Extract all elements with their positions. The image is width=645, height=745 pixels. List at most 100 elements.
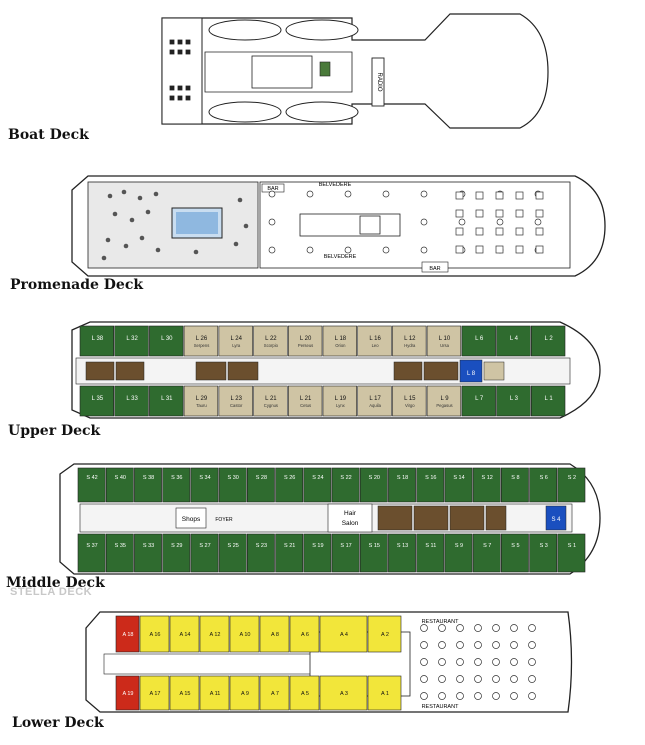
lower-top-cabin-a14[interactable] <box>169 615 200 653</box>
middle-top-cabin-s2[interactable] <box>557 467 586 503</box>
cabin-s4[interactable] <box>545 505 567 531</box>
upper-top-cabin-l10[interactable] <box>426 325 462 357</box>
middle-bottom-cabin-s33[interactable] <box>134 533 162 573</box>
upper-top-cabin-l30[interactable] <box>149 325 184 357</box>
cabin-name: Serpens <box>194 343 210 348</box>
lower-top-cabin-a16[interactable] <box>139 615 170 653</box>
upper-bottom-cabin-l29[interactable] <box>183 385 219 417</box>
middle-bottom-cabin-s27[interactable] <box>190 533 219 573</box>
upper-top-cabin-l38[interactable] <box>79 325 115 357</box>
lower-bottom-cabin-a17[interactable] <box>139 675 170 711</box>
lower-top-cabin-a6[interactable] <box>289 615 320 653</box>
lower-top-cabin-a10[interactable] <box>229 615 260 653</box>
lower-top-cabin-a8[interactable] <box>259 615 290 653</box>
upper-bottom-cabin-l17[interactable] <box>357 385 392 417</box>
middle-bottom-cabin-s25[interactable] <box>218 533 247 573</box>
middle-bottom-cabin-s23[interactable] <box>247 533 275 573</box>
cabin-number: S 8 <box>511 475 519 481</box>
middle-bottom-cabin-s13[interactable] <box>388 533 416 573</box>
middle-bottom-cabin-s19[interactable] <box>303 533 332 573</box>
upper-bottom-cabin-l1[interactable] <box>530 385 566 417</box>
middle-bottom-cabin-s17[interactable] <box>331 533 360 573</box>
upper-bottom-cabin-l21[interactable] <box>253 385 288 417</box>
upper-bottom-cabin-l23[interactable] <box>218 385 253 417</box>
middle-bottom-cabin-s11[interactable] <box>416 533 445 573</box>
upper-bottom-cabin-l31[interactable] <box>149 385 184 417</box>
lower-top-cabin-a4[interactable] <box>319 615 368 653</box>
table <box>420 624 428 632</box>
middle-top-cabin-s6[interactable] <box>529 467 558 503</box>
table <box>535 227 544 236</box>
middle-bottom-cabin-s7[interactable] <box>472 533 501 573</box>
middle-top-cabin-s38[interactable] <box>134 467 162 503</box>
lower-bottom-cabin-a7[interactable] <box>259 675 290 711</box>
middle-top-cabin-s16[interactable] <box>416 467 445 503</box>
lower-bottom-cabin-a15[interactable] <box>169 675 200 711</box>
middle-top-cabin-s36[interactable] <box>162 467 191 503</box>
middle-top-cabin-s40[interactable] <box>105 467 134 503</box>
upper-top-cabin-l6[interactable] <box>461 325 496 357</box>
cabin-name: Castor <box>230 403 243 408</box>
middle-bottom-cabin-s3[interactable] <box>529 533 558 573</box>
hair-salon-label-1: Hair <box>344 510 357 517</box>
lower-bottom-cabin-a3[interactable] <box>319 675 368 711</box>
upper-bottom-cabin-l33[interactable] <box>114 385 149 417</box>
lower-bottom-cabin-a19[interactable] <box>115 675 140 711</box>
middle-bottom-cabin-s29[interactable] <box>162 533 191 573</box>
middle-bottom-cabin-s1[interactable] <box>557 533 586 573</box>
upper-top-cabin-l22[interactable] <box>253 325 288 357</box>
lower-top-cabin-a2[interactable] <box>367 615 402 653</box>
cabin-number: S 3 <box>540 543 548 549</box>
lower-top-cabin-a12[interactable] <box>199 615 230 653</box>
lower-top-cabin-a18[interactable] <box>115 615 140 653</box>
cabin-l8[interactable] <box>459 359 483 383</box>
lower-bottom-cabin-a11[interactable] <box>199 675 230 711</box>
upper-bottom-cabin-l21[interactable] <box>287 385 323 417</box>
shops-label: Shops <box>182 516 201 523</box>
upper-bottom-cabin-l15[interactable] <box>392 385 427 417</box>
middle-top-cabin-s34[interactable] <box>190 467 219 503</box>
middle-bottom-cabin-s9[interactable] <box>444 533 473 573</box>
upper-top-cabin-l4[interactable] <box>496 325 531 357</box>
upper-top-cabin-l26[interactable] <box>183 325 219 357</box>
cabin-number: L 6 <box>475 336 484 342</box>
middle-top-cabin-s28[interactable] <box>247 467 275 503</box>
upper-top-cabin-l2[interactable] <box>530 325 566 357</box>
middle-top-cabin-s18[interactable] <box>388 467 416 503</box>
middle-bottom-cabin-s15[interactable] <box>359 533 388 573</box>
upper-bottom-cabin-l3[interactable] <box>496 385 531 417</box>
upper-top-cabin-l18[interactable] <box>322 325 358 357</box>
middle-top-cabin-s22[interactable] <box>331 467 360 503</box>
promenade-deck-label: Promenade Deck <box>10 277 144 293</box>
middle-top-cabin-s20[interactable] <box>359 467 388 503</box>
middle-bottom-cabin-s35[interactable] <box>105 533 134 573</box>
table <box>474 675 482 683</box>
middle-top-cabin-s14[interactable] <box>444 467 473 503</box>
middle-top-cabin-s30[interactable] <box>218 467 247 503</box>
middle-bottom-cabin-s5[interactable] <box>500 533 529 573</box>
middle-top-cabin-s12[interactable] <box>472 467 501 503</box>
table <box>438 675 446 683</box>
upper-bottom-cabin-l7[interactable] <box>461 385 496 417</box>
middle-top-cabin-s8[interactable] <box>500 467 529 503</box>
middle-top-cabin-s26[interactable] <box>275 467 304 503</box>
lifeboat-shapes <box>208 19 359 123</box>
upper-bottom-cabin-l9[interactable] <box>426 385 462 417</box>
table <box>306 190 314 198</box>
lower-bottom-cabin-a5[interactable] <box>289 675 320 711</box>
upper-top-cabin-l32[interactable] <box>114 325 149 357</box>
upper-bottom-cabin-l19[interactable] <box>322 385 358 417</box>
lower-bottom-cabin-a9[interactable] <box>229 675 260 711</box>
upper-top-cabin-l20[interactable] <box>287 325 323 357</box>
middle-bottom-cabin-s21[interactable] <box>275 533 304 573</box>
upper-top-cabin-l24[interactable] <box>218 325 253 357</box>
table <box>456 675 464 683</box>
middle-top-cabin-s24[interactable] <box>303 467 332 503</box>
upper-top-cabin-l12[interactable] <box>392 325 427 357</box>
lower-bottom-cabin-a1[interactable] <box>367 675 402 711</box>
cabin-name: Pegasus <box>436 403 452 408</box>
upper-top-cabin-l16[interactable] <box>357 325 392 357</box>
upper-bottom-cabin-l35[interactable] <box>79 385 115 417</box>
middle-bottom-cabin-s37[interactable] <box>77 533 106 573</box>
middle-top-cabin-s42[interactable] <box>77 467 106 503</box>
